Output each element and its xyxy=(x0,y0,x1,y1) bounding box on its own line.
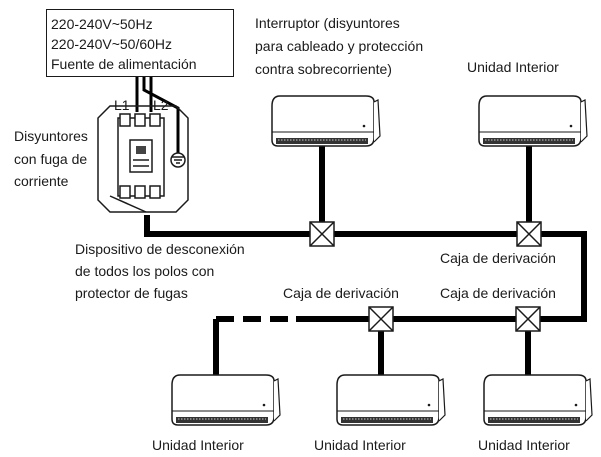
label-l2: L2 xyxy=(153,97,169,113)
indoor-unit-icon xyxy=(171,374,281,426)
indoor-unit-label-bottom-right: Unidad Interior xyxy=(478,437,570,453)
switch-label-line-3: contra sobrecorriente) xyxy=(255,61,392,77)
power-supply-line-2: 220-240V~50/60Hz xyxy=(51,36,173,52)
leakage-breaker-label-line-2: con fuga de xyxy=(14,151,88,167)
power-supply-line-1: 220-240V~50Hz xyxy=(51,16,153,32)
indoor-unit-label-bottom-middle: Unidad Interior xyxy=(314,437,406,453)
indoor-unit-icon xyxy=(336,374,446,426)
junction-box-icon xyxy=(516,221,542,247)
power-supply-line-3: Fuente de alimentación xyxy=(51,56,197,72)
label-l1: L1 xyxy=(114,97,130,113)
indoor-unit-icon xyxy=(478,95,588,147)
power-supply-box: 220-240V~50Hz 220-240V~50/60Hz Fuente de… xyxy=(46,9,234,77)
switch-label-line-1: Interruptor (disyuntores xyxy=(255,15,400,31)
junction-box-icon xyxy=(309,221,335,247)
disconnect-device-label-line-1: Dispositivo de desconexión xyxy=(75,241,245,257)
junction-box-label-lower-right: Caja de derivación xyxy=(440,285,556,301)
disconnect-device-label-line-2: de todos los polos con xyxy=(75,263,215,279)
indoor-unit-icon xyxy=(483,374,593,426)
junction-box-icon xyxy=(368,306,394,332)
leakage-breaker-label-line-3: corriente xyxy=(14,173,69,189)
indoor-unit-label-bottom-left: Unidad Interior xyxy=(152,437,244,453)
junction-box-icon xyxy=(515,306,541,332)
ground-icon xyxy=(170,152,186,168)
junction-box-label-upper: Caja de derivación xyxy=(440,250,556,266)
junction-box-label-lower-left: Caja de derivación xyxy=(283,285,399,301)
indoor-unit-icon xyxy=(271,95,381,147)
disconnect-device-label-line-3: protector de fugas xyxy=(75,285,188,301)
circuit-breaker-icon xyxy=(97,105,189,213)
leakage-breaker-label-line-1: Disyuntores xyxy=(14,128,88,144)
switch-label-line-2: para cableado y protección xyxy=(255,38,424,54)
indoor-unit-label-top: Unidad Interior xyxy=(467,59,559,75)
supply-wire-ground xyxy=(142,77,180,160)
